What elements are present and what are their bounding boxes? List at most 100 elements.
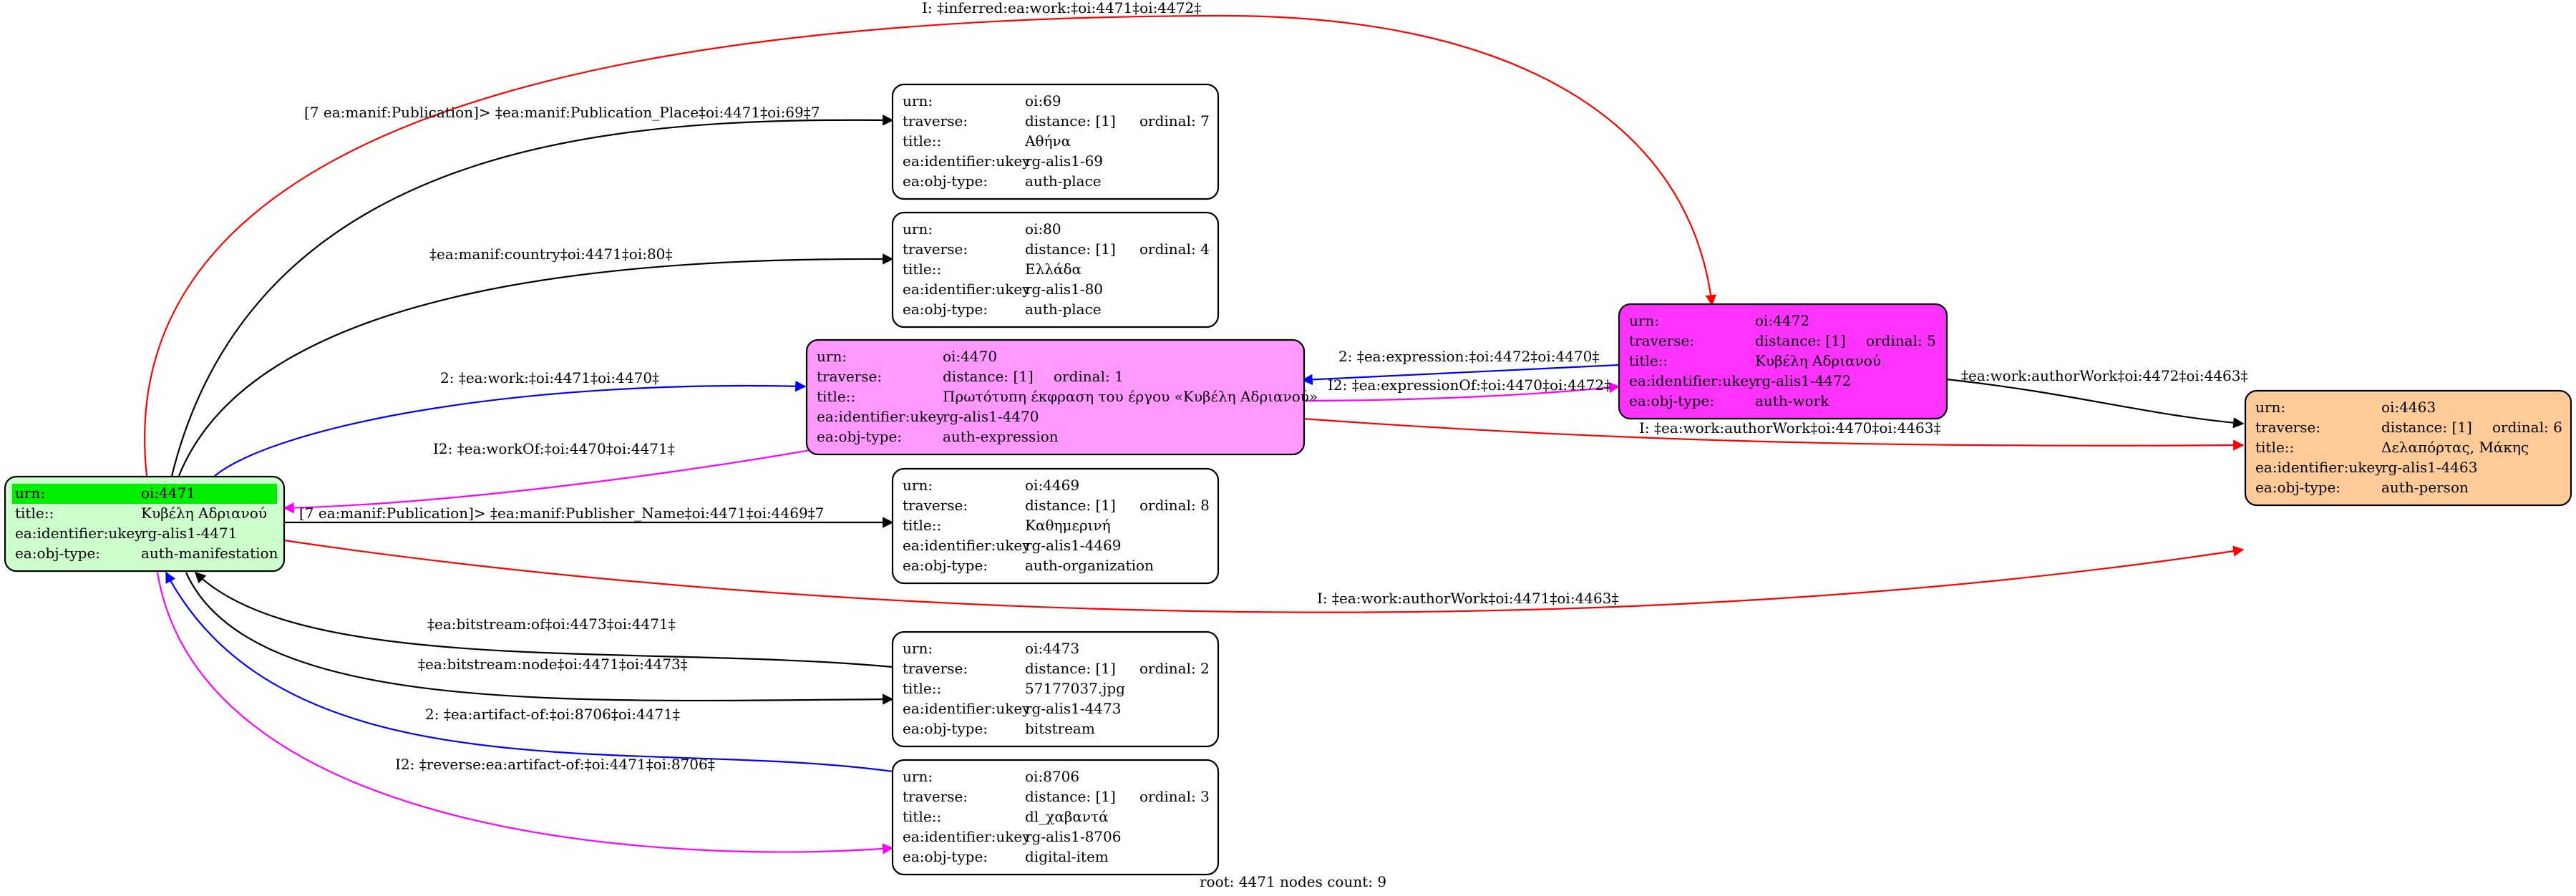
- node-field-value: auth-place: [1025, 301, 1102, 318]
- node-field-value: distance: [1]: [1025, 240, 1116, 258]
- node-field-key: ea:obj-type:: [1629, 392, 1714, 409]
- node-field-value: distance: [1]: [2381, 419, 2472, 436]
- edge-labels: I: ‡inferred:ea:work:‡oi:4471‡oi:4472‡ […: [299, 0, 2247, 773]
- node-field-value: oi:4471: [141, 484, 195, 502]
- node-field-key: ea:obj-type:: [2255, 479, 2341, 496]
- node-box: [805, 339, 1306, 456]
- node-field-key: traverse:: [1629, 332, 1694, 349]
- edge-label: ‡ea:work:authorWork‡oi:4472‡oi:4463‡: [1961, 367, 2247, 384]
- node-field-value: oi:4470: [943, 348, 997, 365]
- node-field-key: urn:: [903, 768, 933, 785]
- node-field-value: Κυβέλη Αδριανού: [1755, 352, 1881, 369]
- node-field-value: oi:4472: [1755, 312, 1809, 329]
- node-field-key: ea:identifier:ukey: [903, 828, 1031, 845]
- node-field-key: ea:identifier:ukey: [1629, 372, 1757, 389]
- node-field-value: rg-alis1-69: [1025, 152, 1103, 170]
- node-field-value: distance: [1]: [943, 368, 1034, 385]
- node-field-value: 57177037.jpg: [1025, 680, 1125, 697]
- edge-label: I: ‡inferred:ea:work:‡oi:4471‡oi:4472‡: [922, 0, 1201, 16]
- node-field-key: title::: [903, 132, 941, 150]
- node-field-value: oi:69: [1025, 92, 1061, 109]
- node-field-value: rg-alis1-4470: [943, 408, 1039, 425]
- node-field-key: traverse:: [903, 788, 968, 805]
- node-box: [891, 83, 1220, 200]
- node-field-key: traverse:: [903, 660, 968, 677]
- node-field-key: urn:: [903, 220, 933, 238]
- edge-label: ‡ea:bitstream:of‡oi:4473‡oi:4471‡: [427, 615, 676, 633]
- edge-label: I: ‡ea:work:authorWork‡oi:4470‡oi:4463‡: [1639, 419, 1940, 437]
- node-field-value: ordinal: 5: [1866, 332, 1936, 349]
- node-field-value: oi:8706: [1025, 768, 1079, 785]
- node-field-value: Κυβέλη Αδριανού: [141, 505, 267, 522]
- node-field-key: urn:: [903, 477, 933, 494]
- node-field-key: ea:obj-type:: [903, 172, 988, 190]
- edge-label: ‡ea:bitstream:node‡oi:4471‡oi:4473‡: [418, 656, 688, 673]
- edge-inferred-work: [144, 14, 1716, 477]
- node-field-value: auth-place: [1025, 172, 1102, 190]
- node-field-key: ea:obj-type:: [903, 557, 988, 574]
- node-field-value: distance: [1]: [1025, 112, 1116, 130]
- edge-authorwork-4470-4463: [1302, 417, 2245, 451]
- node-field-key: title::: [903, 260, 941, 278]
- node-field-key: traverse:: [2255, 419, 2320, 436]
- node-field-key: title::: [2255, 439, 2294, 456]
- edge-label: 2: ‡ea:expression:‡oi:4472‡oi:4470‡: [1338, 348, 1599, 365]
- edge-label: I: ‡ea:work:authorWork‡oi:4471‡oi:4463‡: [1317, 590, 1618, 607]
- node-box: [891, 211, 1220, 328]
- node-field-value: oi:4473: [1025, 640, 1079, 657]
- node-field-key: ea:identifier:ukey: [817, 408, 945, 425]
- node-field-key: ea:identifier:ukey: [903, 700, 1031, 717]
- node-field-value: auth-expression: [943, 428, 1059, 445]
- node-field-key: title::: [903, 517, 941, 534]
- node-field-key: urn:: [903, 640, 933, 657]
- node-field-value: ordinal: 6: [2492, 419, 2562, 436]
- edge-publication-place: [170, 115, 894, 477]
- node-field-value: auth-manifestation: [141, 545, 278, 562]
- node-field-value: Αθήνα: [1024, 132, 1071, 150]
- node-field-value: distance: [1]: [1025, 660, 1116, 677]
- node-field-value: auth-organization: [1025, 557, 1154, 574]
- node-field-key: ea:identifier:ukey: [15, 525, 143, 542]
- edge-manif-country: [178, 253, 894, 477]
- node-field-value: rg-alis1-4473: [1025, 700, 1121, 717]
- edge-label: I2: ‡reverse:ea:artifact-of:‡oi:4471‡oi:…: [395, 756, 715, 773]
- node-field-key: title::: [1629, 352, 1668, 369]
- node-field-key: ea:obj-type:: [15, 545, 100, 562]
- node-field-value: oi:4469: [1025, 477, 1079, 494]
- node-field-value: rg-alis1-4469: [1025, 537, 1121, 554]
- edge-expressionof: [1302, 381, 1620, 402]
- node-field-value: oi:80: [1025, 220, 1061, 238]
- edge-artifact-of: [165, 571, 893, 773]
- node-field-value: distance: [1]: [1755, 332, 1846, 349]
- node-box: [2244, 389, 2572, 507]
- node-field-value: Ελλάδα: [1025, 260, 1082, 278]
- node-field-value: dl_χαβαντά: [1025, 808, 1109, 825]
- node-field-value: rg-alis1-4472: [1755, 372, 1851, 389]
- node-field-value: distance: [1]: [1025, 497, 1116, 514]
- edge-label: [7 ea:manif:Publication]> ‡ea:manif:Publ…: [304, 104, 820, 121]
- edge-label: 2: ‡ea:work:‡oi:4471‡oi:4470‡: [440, 369, 659, 386]
- node-field-value: auth-person: [2381, 479, 2469, 496]
- node-field-value: Καθημερινή: [1025, 517, 1111, 534]
- node-field-value: ordinal: 7: [1139, 112, 1210, 130]
- edge-reverse-artifact-of: [156, 572, 894, 854]
- edge-authorwork-4472-4463: [1946, 378, 2245, 429]
- node-box: [891, 630, 1220, 748]
- node-field-value: ordinal: 8: [1139, 497, 1210, 514]
- node-field-key: traverse:: [817, 368, 882, 385]
- node-oi4469[interactable]: urn: oi:4469 traverse: distance: [1] ordinal…: [891, 467, 1220, 585]
- node-field-key: traverse:: [903, 497, 968, 514]
- node-field-key: ea:identifier:ukey: [903, 281, 1031, 298]
- node-field-value: bitstream: [1025, 720, 1095, 737]
- node-field-key: title::: [903, 680, 941, 697]
- node-field-key: ea:obj-type:: [817, 428, 902, 445]
